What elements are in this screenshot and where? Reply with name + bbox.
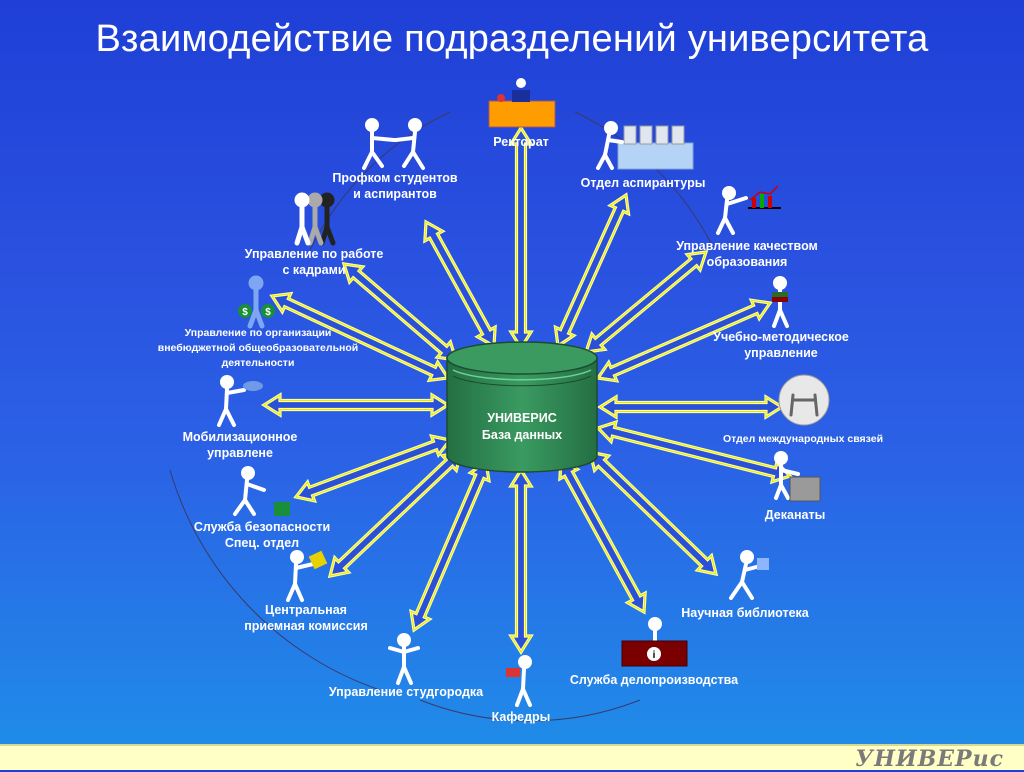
globe-icon (778, 374, 830, 426)
audience-icon (596, 121, 694, 170)
admission-person-icon (286, 550, 328, 602)
node-aspirantura: Отдел аспирантуры (580, 176, 706, 190)
arrow-records-outline (559, 459, 646, 613)
arrows-group (260, 124, 793, 656)
arrow-tradeunion (423, 219, 497, 349)
database-label: УНИВЕРИС База данных (482, 410, 562, 444)
handshake-icon (362, 118, 425, 170)
arrow-quality-outline (585, 251, 707, 353)
node-rectorate: Ректорат (493, 135, 549, 149)
people-group-icon (294, 192, 336, 246)
library-person-icon (729, 550, 769, 600)
presentation-chart-icon (716, 185, 781, 235)
svg-text:i: i (653, 650, 656, 661)
arrow-deanery-outline (597, 421, 791, 483)
database-name: УНИВЕРИС (487, 411, 557, 425)
arrow-aspirantura-outline (554, 194, 630, 347)
arrow-international (596, 394, 786, 420)
records-desk-icon: i (621, 617, 688, 667)
node-library: Научная библиотека (681, 606, 809, 620)
node-deanery: Деканаты (764, 508, 826, 522)
arrow-tradeunion-outline (424, 221, 496, 347)
svg-text:$: $ (265, 307, 271, 318)
arrow-mobilization (260, 392, 452, 418)
rectorate-icon (488, 78, 556, 128)
node-records: Служба делопроизводства (569, 673, 739, 687)
deanery-desk-icon (774, 451, 821, 502)
arrow-departments (508, 466, 534, 656)
database-subtitle: База данных (481, 428, 563, 442)
arrow-security-outline (295, 435, 451, 502)
page-title: Взаимодействие подразделений университет… (95, 18, 929, 60)
arrow-departments-outline (510, 469, 532, 653)
node-campus: Управление студгородка (328, 685, 484, 699)
arrow-extrabudget-outline (271, 293, 449, 381)
arrow-umu-outline (597, 299, 771, 382)
arrow-hr-outline (343, 263, 457, 361)
footer-bar: УНИВЕРис (0, 744, 1024, 772)
mobilization-person-icon (217, 375, 263, 427)
arrow-rectorate (508, 124, 534, 352)
node-departments: Кафедры (491, 710, 551, 724)
books-person-icon (772, 276, 789, 328)
arrow-rectorate-outline (510, 127, 532, 349)
arrow-admission-outline (329, 451, 462, 577)
database-cylinder (446, 341, 598, 473)
arrow-library-outline (589, 451, 717, 575)
security-person-icon (233, 466, 290, 516)
arrow-hr (341, 262, 459, 362)
department-person-icon (506, 655, 532, 707)
campus-person-icon (388, 633, 420, 685)
money-person-icon: $ $ (238, 275, 275, 329)
node-international: Отдел международных связей (722, 433, 884, 445)
arrow-campus-outline (410, 461, 490, 631)
brand-logo: УНИВЕРис (855, 746, 1004, 772)
arrow-records (558, 457, 647, 615)
arrow-mobilization-outline (263, 394, 449, 416)
svg-text:$: $ (242, 307, 248, 318)
